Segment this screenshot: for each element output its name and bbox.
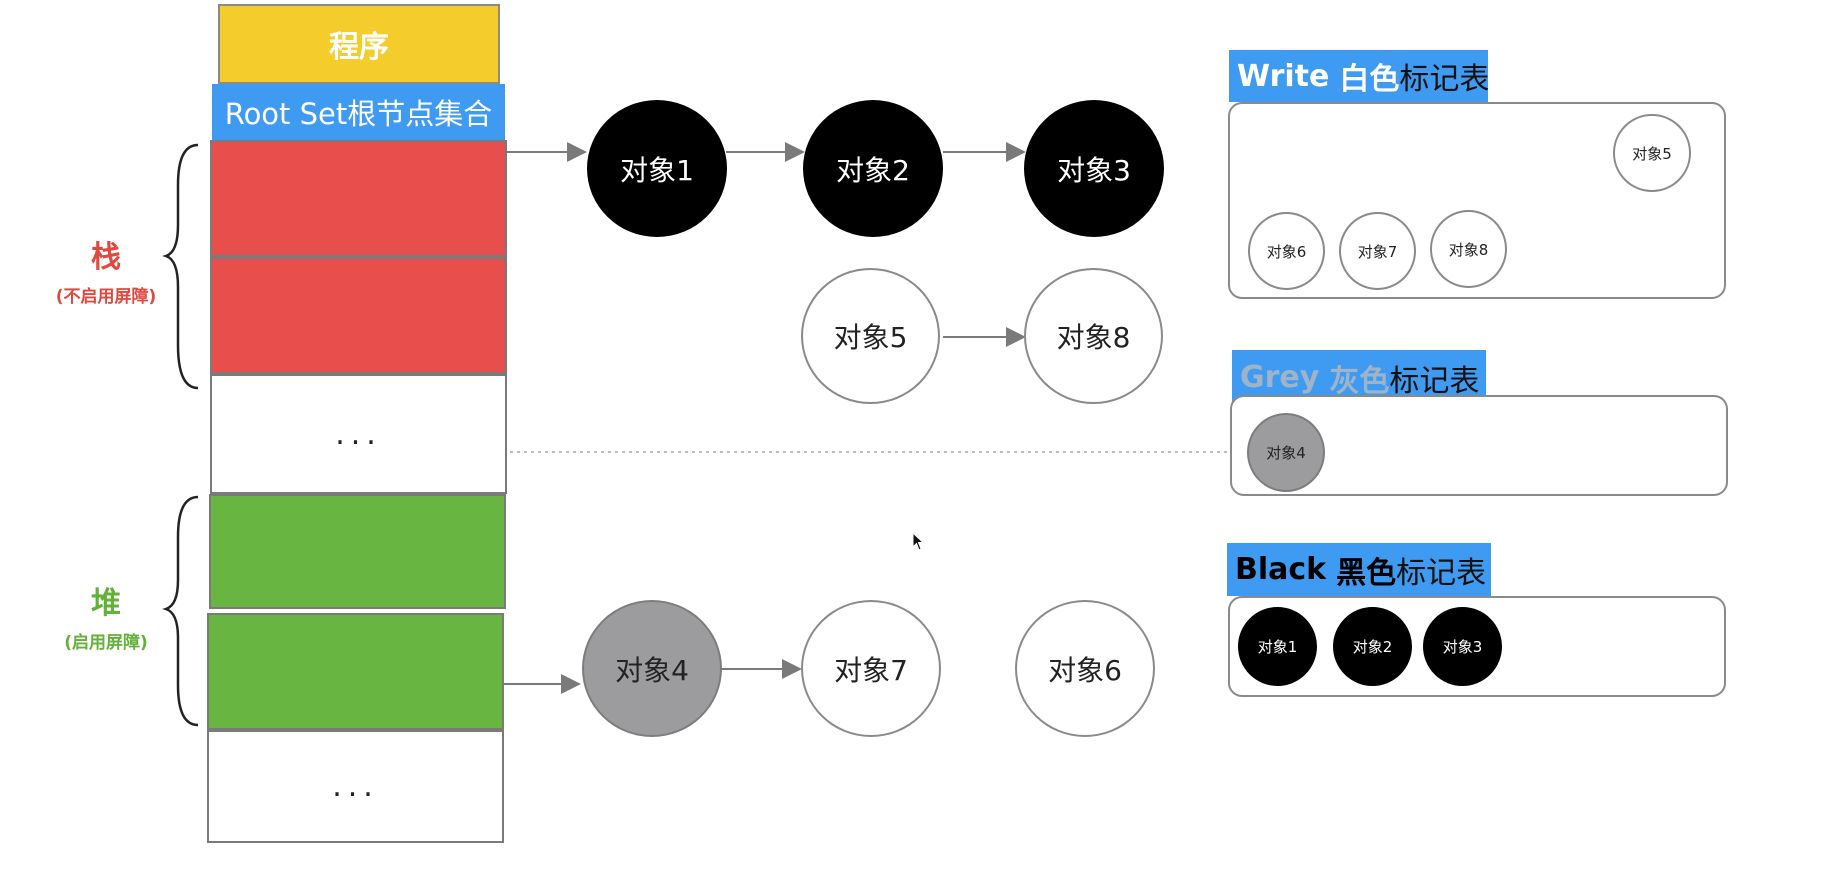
stack-ellipsis: ... xyxy=(335,416,382,452)
heap-cell-ellipsis: ... xyxy=(207,730,504,843)
grey-table-title-en: Grey xyxy=(1240,360,1320,395)
stack-cell-2 xyxy=(210,257,507,374)
white-table-object-8: 对象8 xyxy=(1430,210,1507,288)
root-set-label: Root Set根节点集合 xyxy=(224,97,493,131)
program-box: 程序 xyxy=(218,4,500,84)
mouse-cursor-icon xyxy=(912,532,925,551)
black-table-object-2: 对象2 xyxy=(1333,607,1412,686)
heap-subtitle: (启用屏障) xyxy=(64,633,148,653)
white-table-title-rest: 标记表 xyxy=(1399,62,1490,97)
black-table-object-1: 对象1 xyxy=(1238,607,1317,686)
node-object-2: 对象2 xyxy=(803,100,943,237)
grey-table-title-color: 灰色 xyxy=(1329,363,1390,399)
heap-ellipsis: ... xyxy=(332,769,379,804)
stack-title: 栈 xyxy=(91,240,121,275)
heap-cell-2 xyxy=(207,613,504,730)
stack-label: 栈 (不启用屏障) xyxy=(38,232,174,307)
black-table-title-rest: 标记表 xyxy=(1396,555,1487,591)
program-label: 程序 xyxy=(329,30,389,65)
grey-table-object-4: 对象4 xyxy=(1247,413,1325,492)
node-object-4: 对象4 xyxy=(582,600,722,737)
stack-brace xyxy=(162,143,199,390)
black-table-object-3: 对象3 xyxy=(1423,607,1502,686)
heap-brace xyxy=(162,495,199,727)
heap-title: 堆 xyxy=(91,586,121,621)
grey-table-title-rest: 标记表 xyxy=(1389,363,1480,399)
black-table-title-en: Black xyxy=(1235,552,1327,587)
white-table-header: Write 白色 标记表 xyxy=(1229,50,1490,102)
white-table-object-7: 对象7 xyxy=(1339,212,1416,290)
node-object-1: 对象1 xyxy=(587,100,727,237)
node-object-3: 对象3 xyxy=(1024,100,1164,237)
root-set-box: Root Set根节点集合 xyxy=(212,84,505,140)
white-table-title-color: 白色 xyxy=(1339,62,1400,97)
node-object-7: 对象7 xyxy=(801,600,941,737)
black-table-header: Black 黑色 标记表 xyxy=(1227,543,1491,596)
white-table-title-en: Write xyxy=(1237,58,1330,94)
white-table-object-5: 对象5 xyxy=(1613,114,1691,192)
stack-subtitle: (不启用屏障) xyxy=(55,287,157,307)
black-table-title-color: 黑色 xyxy=(1336,555,1397,591)
heap-cell-1 xyxy=(209,494,506,609)
stack-cell-ellipsis: ... xyxy=(210,374,507,494)
node-object-5: 对象5 xyxy=(801,268,940,404)
node-object-8: 对象8 xyxy=(1024,268,1163,404)
stack-cell-1 xyxy=(210,140,507,257)
heap-label: 堆 (启用屏障) xyxy=(38,578,174,653)
white-table-object-6: 对象6 xyxy=(1248,212,1325,290)
node-object-6: 对象6 xyxy=(1015,600,1155,737)
